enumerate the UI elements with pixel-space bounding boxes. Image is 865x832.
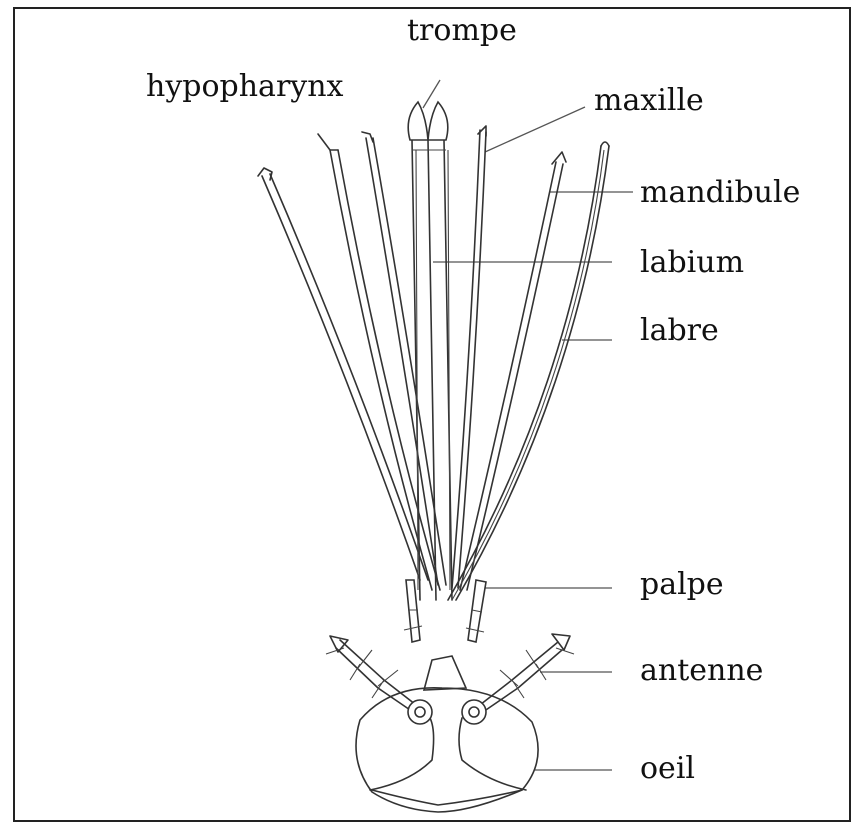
label-mandibule: mandibule bbox=[640, 178, 800, 208]
label-labium: labium bbox=[640, 248, 744, 278]
palps bbox=[404, 580, 486, 642]
label-trompe: trompe bbox=[407, 16, 517, 46]
head-suture bbox=[370, 718, 526, 790]
stylet-maxille bbox=[452, 130, 486, 588]
stylet-hypopharynx bbox=[330, 150, 440, 590]
head-capsule bbox=[356, 688, 538, 812]
label-labre: labre bbox=[640, 316, 719, 346]
clypeus bbox=[424, 656, 466, 690]
label-palpe: palpe bbox=[640, 570, 724, 600]
antenna-right bbox=[476, 642, 562, 714]
stylet-labre bbox=[448, 146, 609, 600]
leader-maxille bbox=[485, 107, 585, 152]
label-maxille: maxille bbox=[594, 86, 704, 116]
label-oeil: oeil bbox=[640, 754, 695, 784]
labella bbox=[408, 102, 448, 140]
label-hypopharynx: hypopharynx bbox=[146, 72, 343, 102]
stylet-far-left bbox=[262, 174, 428, 580]
stylets bbox=[258, 102, 609, 600]
label-antenne: antenne bbox=[640, 656, 763, 686]
